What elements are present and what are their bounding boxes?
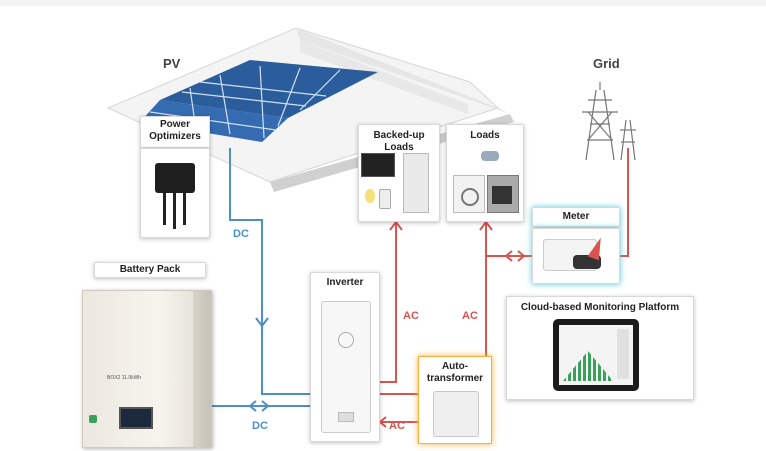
grid-label: Grid	[593, 56, 620, 71]
tv-icon	[361, 153, 395, 177]
ac-label-transformer: AC	[389, 420, 405, 432]
dc-label-top: DC	[233, 228, 249, 240]
loads-card: Loads	[446, 124, 524, 222]
light-bulb-icon	[365, 189, 375, 203]
loads-label: Loads	[470, 130, 500, 141]
tablet-icon	[553, 319, 639, 391]
oven-icon	[487, 175, 519, 213]
battery-title-card: Battery Pack	[94, 262, 206, 278]
battery-pack-label: Battery Pack	[119, 264, 181, 275]
pv-label: PV	[163, 56, 181, 71]
inverter-card: Inverter	[310, 272, 380, 442]
cloud-platform-card: Cloud-based Monitoring Platform	[506, 296, 694, 400]
auto-transformer-card: Auto- transformer	[418, 356, 492, 444]
battery-pack-unit: BOX2 11.9kWh	[82, 290, 212, 448]
battery-logo-icon	[89, 415, 97, 423]
dc-wire-pv	[229, 148, 318, 395]
meter-title-card: Meter	[532, 207, 620, 227]
phone-icon	[379, 189, 391, 209]
cloud-platform-label: Cloud-based Monitoring Platform	[520, 302, 680, 313]
inverter-label: Inverter	[326, 277, 364, 288]
battery-model-label: BOX2 11.9kWh	[107, 375, 142, 381]
top-strip	[0, 0, 766, 6]
dc-wire-arrow	[255, 317, 269, 328]
power-optimizers-label: Power Optimizers	[149, 119, 201, 142]
meter-label: Meter	[562, 211, 590, 222]
ac-label-loads: AC	[462, 310, 478, 322]
ac-wire-grid	[618, 148, 629, 257]
dc-label-bottom: DC	[252, 420, 268, 432]
auto-transformer-device	[433, 391, 479, 437]
iron-icon	[481, 151, 499, 161]
power-optimizer-card	[140, 148, 210, 238]
solar-panels	[140, 60, 378, 142]
backed-up-loads-card: Backed-up Loads	[358, 124, 440, 222]
ac-wire-backed	[378, 222, 397, 383]
washing-machine-icon	[453, 175, 485, 213]
optimizer-box	[155, 163, 195, 193]
meter-card	[532, 228, 620, 284]
refrigerator-icon	[403, 153, 429, 213]
power-optimizers-title-card: Power Optimizers	[140, 116, 210, 148]
inverter-device	[321, 301, 371, 433]
ac-label-backed: AC	[403, 310, 419, 322]
transmission-towers	[582, 82, 636, 161]
auto-transformer-label: Auto- transformer	[426, 361, 484, 384]
backed-up-loads-label: Backed-up Loads	[373, 130, 425, 153]
battery-display	[119, 407, 153, 429]
